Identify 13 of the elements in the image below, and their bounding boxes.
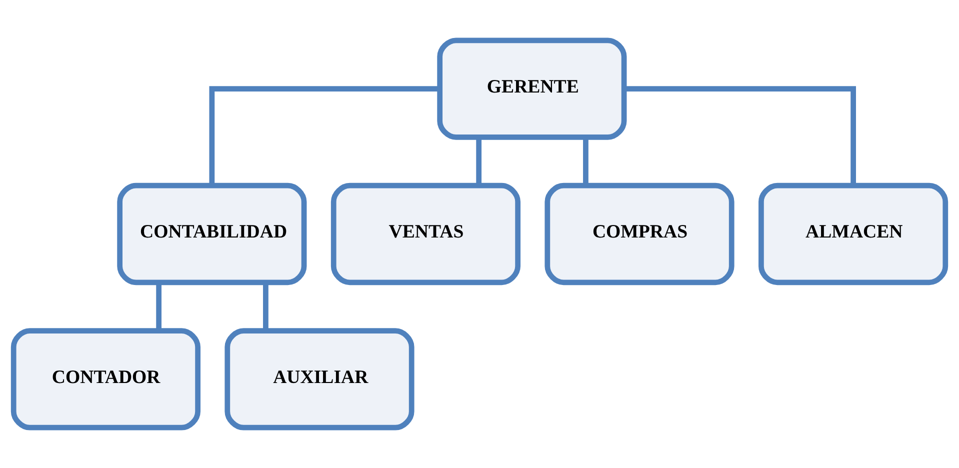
connector [156,282,162,330]
node-box: COMPRAS [544,182,734,286]
node-box: CONTABILIDAD [117,182,307,286]
node-box: VENTAS [330,182,521,286]
connector [583,138,588,186]
node-box: CONTADOR [10,328,200,430]
connector [263,282,268,330]
connector [209,86,440,186]
node-box: ALMACEN [758,182,948,286]
node-box: GERENTE [437,38,627,140]
connector [624,86,856,186]
node-box: AUXILIAR [224,328,414,430]
connector [476,138,482,186]
